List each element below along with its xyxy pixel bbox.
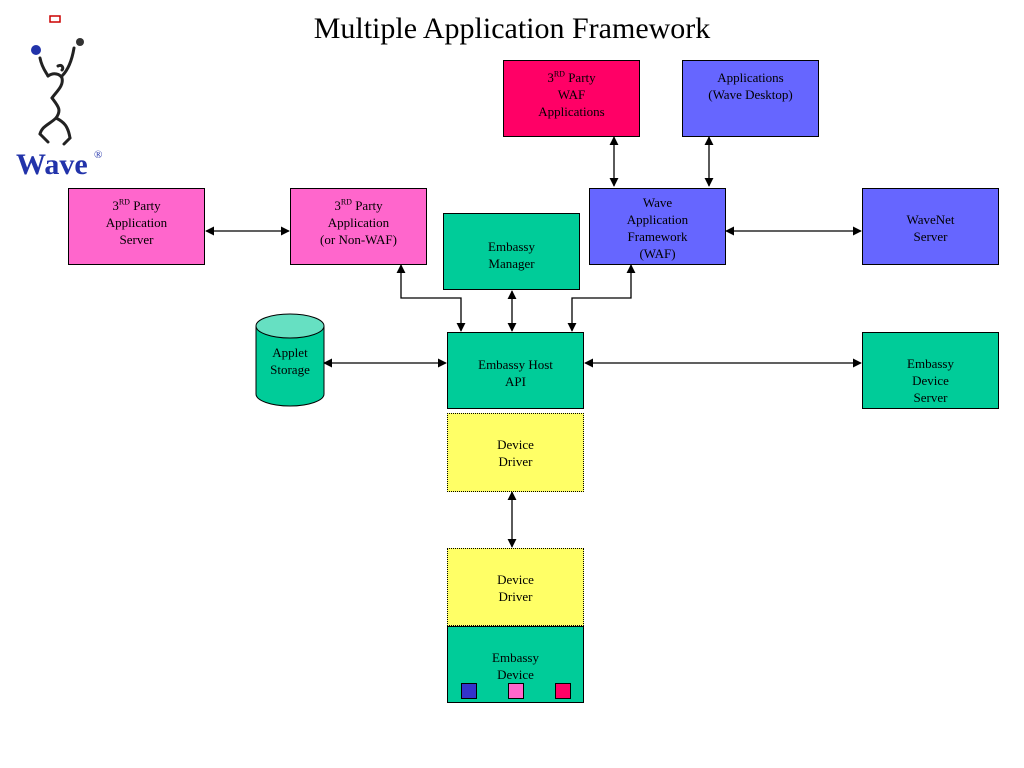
arrow-waf-to-hostapi xyxy=(567,264,636,332)
logo-wordmark: Wave xyxy=(16,148,88,181)
device-driver-box-upper: Device Driver xyxy=(447,413,584,492)
logo-flag-icon xyxy=(49,15,61,23)
arrow-app-to-hostapi xyxy=(396,264,466,332)
embassy-manager-box: Embassy Manager xyxy=(443,213,580,290)
wave-logo: Wave ® xyxy=(16,15,102,181)
embassy-device-chip-blue xyxy=(461,683,477,699)
wavenet-server-box: WaveNet Server xyxy=(862,188,999,265)
applet-storage-label: Applet Storage xyxy=(270,345,310,377)
embassy-device-server-box: Embassy Device Server xyxy=(862,332,999,409)
embassy-host-api-box: Embassy Host API xyxy=(447,332,584,409)
third-party-waf-applications-box: 3RD Party WAF Applications xyxy=(503,60,640,137)
applications-wave-desktop-box: Applications (Wave Desktop) xyxy=(682,60,819,137)
page-title: Multiple Application Framework xyxy=(313,12,711,45)
third-party-application-server-box: 3RD Party Application Server xyxy=(68,188,205,265)
logo-ball-right xyxy=(76,38,84,46)
logo-ball-left xyxy=(31,45,41,55)
embassy-device-chip-magenta xyxy=(555,683,571,699)
logo-registered-mark: ® xyxy=(94,149,102,161)
logo-juggler-figure xyxy=(38,46,76,146)
applet-storage-cylinder xyxy=(255,313,325,407)
third-party-application-non-waf-box: 3RD Party Application (or Non-WAF) xyxy=(290,188,427,265)
wave-application-framework-box: Wave Application Framework (WAF) xyxy=(589,188,726,265)
embassy-device-chip-pink xyxy=(508,683,524,699)
device-driver-box-lower: Device Driver xyxy=(447,548,584,626)
